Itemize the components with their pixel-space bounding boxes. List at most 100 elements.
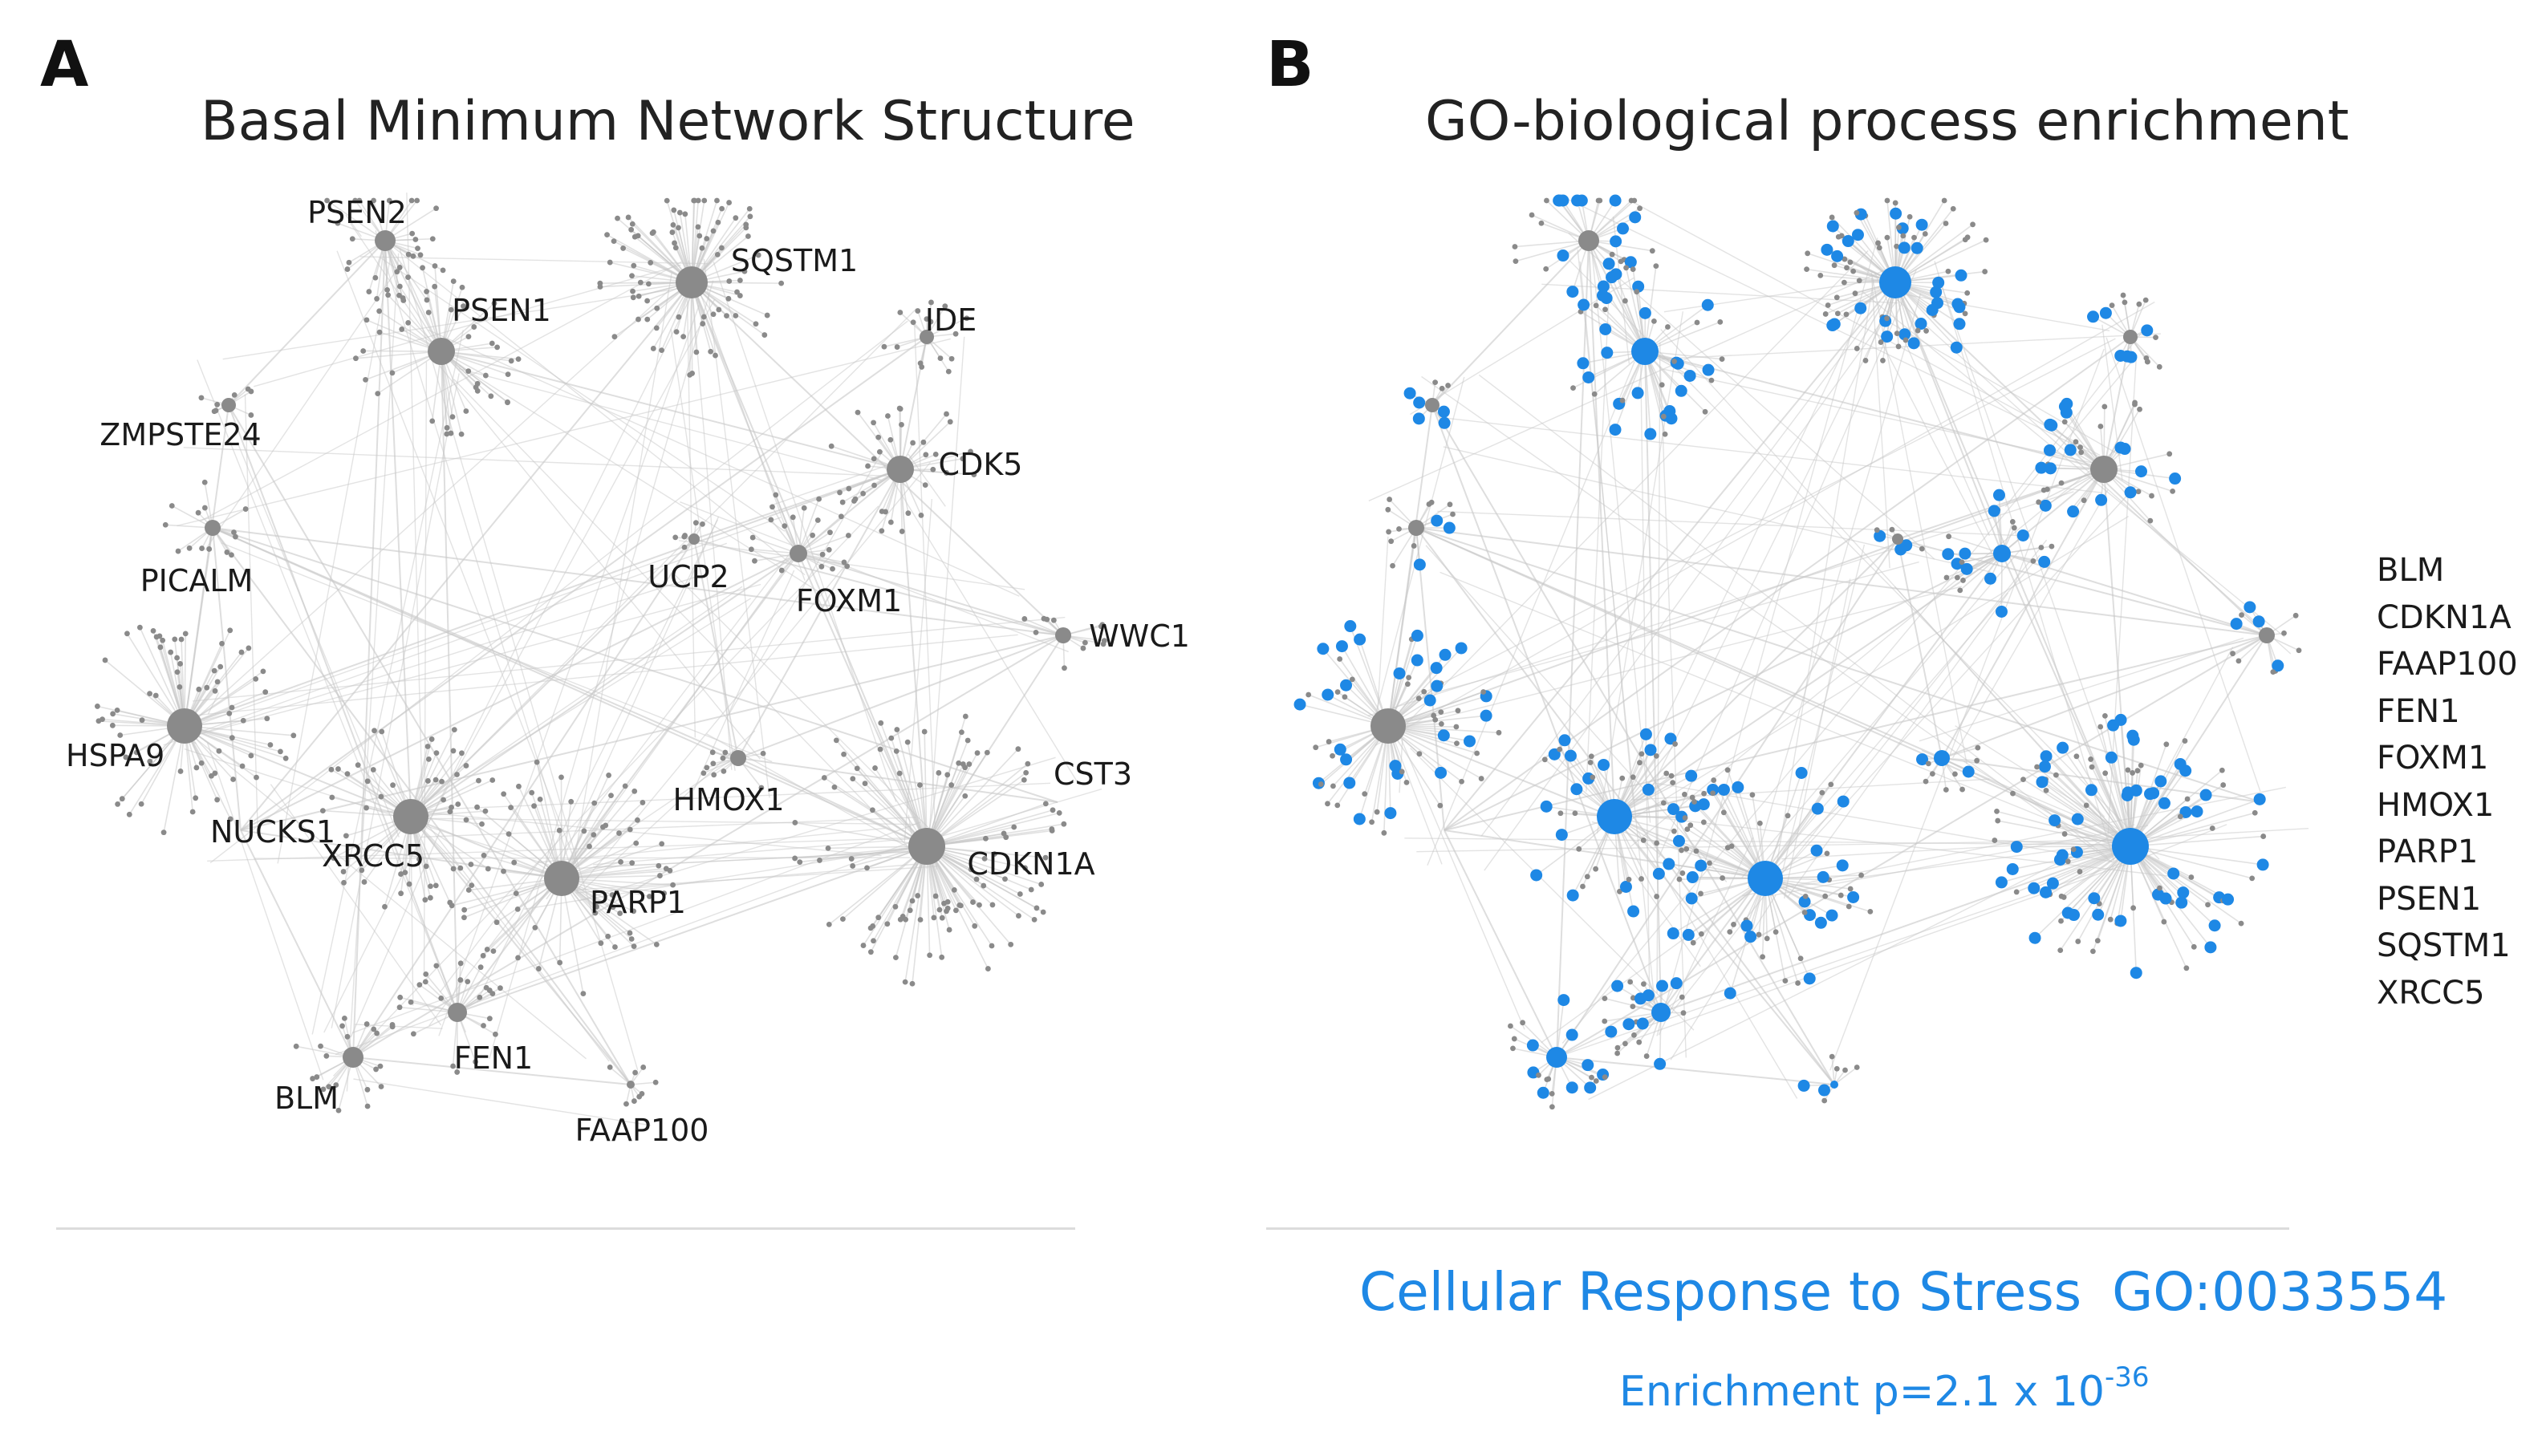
network-a-cross-edge bbox=[412, 817, 916, 825]
network-a-leaf-node bbox=[646, 894, 652, 899]
network-b-leaf-node bbox=[2134, 768, 2141, 774]
network-a-leaf-node bbox=[119, 796, 125, 802]
network-b-edge bbox=[2112, 725, 2131, 847]
network-a-leaf-node bbox=[947, 419, 953, 425]
network-b-leaf-node bbox=[2209, 825, 2215, 831]
network-a-leaf-node bbox=[361, 879, 367, 885]
network-a-leaf-node bbox=[695, 224, 701, 230]
network-a-leaf-node bbox=[264, 716, 270, 722]
network-a-leaf-node bbox=[964, 315, 970, 322]
network-a-cross-edge bbox=[883, 464, 1078, 782]
network-b-leaf-node bbox=[2109, 302, 2115, 308]
network-a-leaf-node bbox=[231, 391, 238, 398]
network-b-leaf-node bbox=[1749, 792, 1756, 798]
network-a-leaf-node bbox=[375, 391, 381, 397]
network-a-leaf-node bbox=[946, 927, 952, 933]
gene-label: PSEN2 bbox=[307, 195, 407, 230]
network-a-leaf-node bbox=[708, 348, 714, 355]
network-b-leaf-node bbox=[1829, 1053, 1835, 1060]
network-b-leaf-node bbox=[1577, 357, 1590, 370]
network-b-leaf-node bbox=[1995, 817, 2001, 824]
network-a-leaf-node bbox=[700, 321, 706, 326]
network-a-leaf-node bbox=[966, 761, 973, 767]
network-b-leaf-node bbox=[2009, 519, 2016, 525]
network-b-leaf-node bbox=[1932, 276, 1945, 289]
network-a-edge bbox=[441, 351, 462, 435]
network-b-cross-edge bbox=[1787, 592, 2009, 898]
go-term-id: GO:0033554 bbox=[2112, 1261, 2448, 1323]
network-b-leaf-node bbox=[1898, 328, 1911, 341]
network-a-leaf-node bbox=[333, 1082, 339, 1088]
network-a-leaf-node bbox=[162, 521, 169, 528]
network-a-leaf-node bbox=[818, 563, 825, 570]
network-a-leaf-node bbox=[944, 772, 951, 778]
network-b-leaf-node bbox=[1322, 688, 1334, 701]
network-a-leaf-node bbox=[797, 859, 803, 866]
network-a-leaf-node bbox=[631, 788, 638, 794]
network-b-leaf-node bbox=[1652, 867, 1665, 880]
network-a-cross-edge bbox=[423, 362, 428, 977]
network-a-leaf-node bbox=[174, 669, 181, 675]
network-a-leaf-node bbox=[599, 824, 606, 830]
network-a-leaf-node bbox=[454, 772, 460, 777]
network-b-leaf-node bbox=[1565, 1081, 1578, 1094]
network-a-leaf-node bbox=[755, 252, 761, 258]
network-b-leaf-node bbox=[1698, 931, 1704, 937]
network-a-hub-node bbox=[790, 545, 807, 562]
network-a-cross-edge bbox=[458, 367, 882, 481]
network-a-leaf-node bbox=[406, 881, 412, 887]
network-a-leaf-node bbox=[1042, 801, 1049, 807]
network-b-leaf-node bbox=[1642, 783, 1655, 796]
network-b-leaf-node bbox=[1890, 207, 1902, 220]
network-a-leaf-node bbox=[691, 197, 697, 204]
network-b-leaf-node bbox=[1455, 708, 1461, 714]
network-b-leaf-node bbox=[1665, 324, 1671, 330]
network-a-leaf-node bbox=[169, 503, 175, 509]
network-b-leaf-node bbox=[1421, 688, 1427, 695]
network-a-leaf-node bbox=[195, 509, 201, 516]
network-a-leaf-node bbox=[682, 533, 688, 538]
network-a-leaf-node bbox=[768, 517, 774, 523]
network-b-leaf-node bbox=[1313, 744, 1319, 751]
network-b-leaf-node bbox=[1536, 1072, 1541, 1078]
network-b-cross-edge bbox=[1781, 486, 2136, 874]
network-b-leaf-node bbox=[1353, 813, 1366, 825]
network-b-leaf-node bbox=[1700, 819, 1707, 825]
network-b-leaf-node bbox=[1900, 233, 1906, 239]
network-b-leaf-node bbox=[1617, 222, 1630, 235]
network-a-leaf-node bbox=[424, 778, 431, 784]
network-a-leaf-node bbox=[425, 310, 432, 315]
network-b-cross-edge bbox=[1478, 374, 2108, 858]
gene-list-item: FAAP100 bbox=[2377, 646, 2518, 683]
enrichment-pvalue: Enrichment p=2.1 x 10-36 bbox=[1619, 1364, 2150, 1413]
network-a-leaf-node bbox=[860, 490, 867, 497]
network-a-leaf-node bbox=[335, 766, 341, 772]
network-a-leaf-node bbox=[604, 232, 610, 238]
network-b-leaf-node bbox=[1624, 256, 1637, 269]
network-a-leaf-node bbox=[377, 1063, 384, 1069]
network-b-hub-edge bbox=[1660, 846, 2131, 1013]
network-b-leaf-node bbox=[1672, 834, 1685, 847]
network-b-leaf-node bbox=[1960, 578, 1966, 583]
network-a-leaf-node bbox=[558, 774, 564, 781]
network-a-leaf-node bbox=[952, 907, 959, 914]
network-a-leaf-node bbox=[196, 686, 202, 692]
network-b-leaf-node bbox=[1671, 828, 1677, 834]
network-a-leaf-node bbox=[981, 855, 988, 862]
network-a-leaf-node bbox=[505, 371, 511, 378]
network-b-leaf-node bbox=[1611, 979, 1624, 992]
network-a-leaf-node bbox=[172, 636, 178, 643]
network-b-leaf-node bbox=[1801, 910, 1808, 915]
network-a-leaf-node bbox=[290, 732, 297, 739]
network-a-leaf-node bbox=[654, 305, 660, 311]
network-b-leaf-node bbox=[1982, 269, 1988, 274]
network-a-leaf-node bbox=[778, 280, 785, 286]
network-b-cross-edge bbox=[1484, 299, 1898, 871]
network-b-leaf-node bbox=[2153, 335, 2158, 341]
network-a-leaf-node bbox=[372, 728, 377, 734]
network-b-leaf-node bbox=[1631, 387, 1644, 399]
network-a-leaf-node bbox=[117, 732, 124, 738]
network-a-leaf-node bbox=[871, 938, 876, 944]
network-a-leaf-node bbox=[661, 890, 668, 896]
